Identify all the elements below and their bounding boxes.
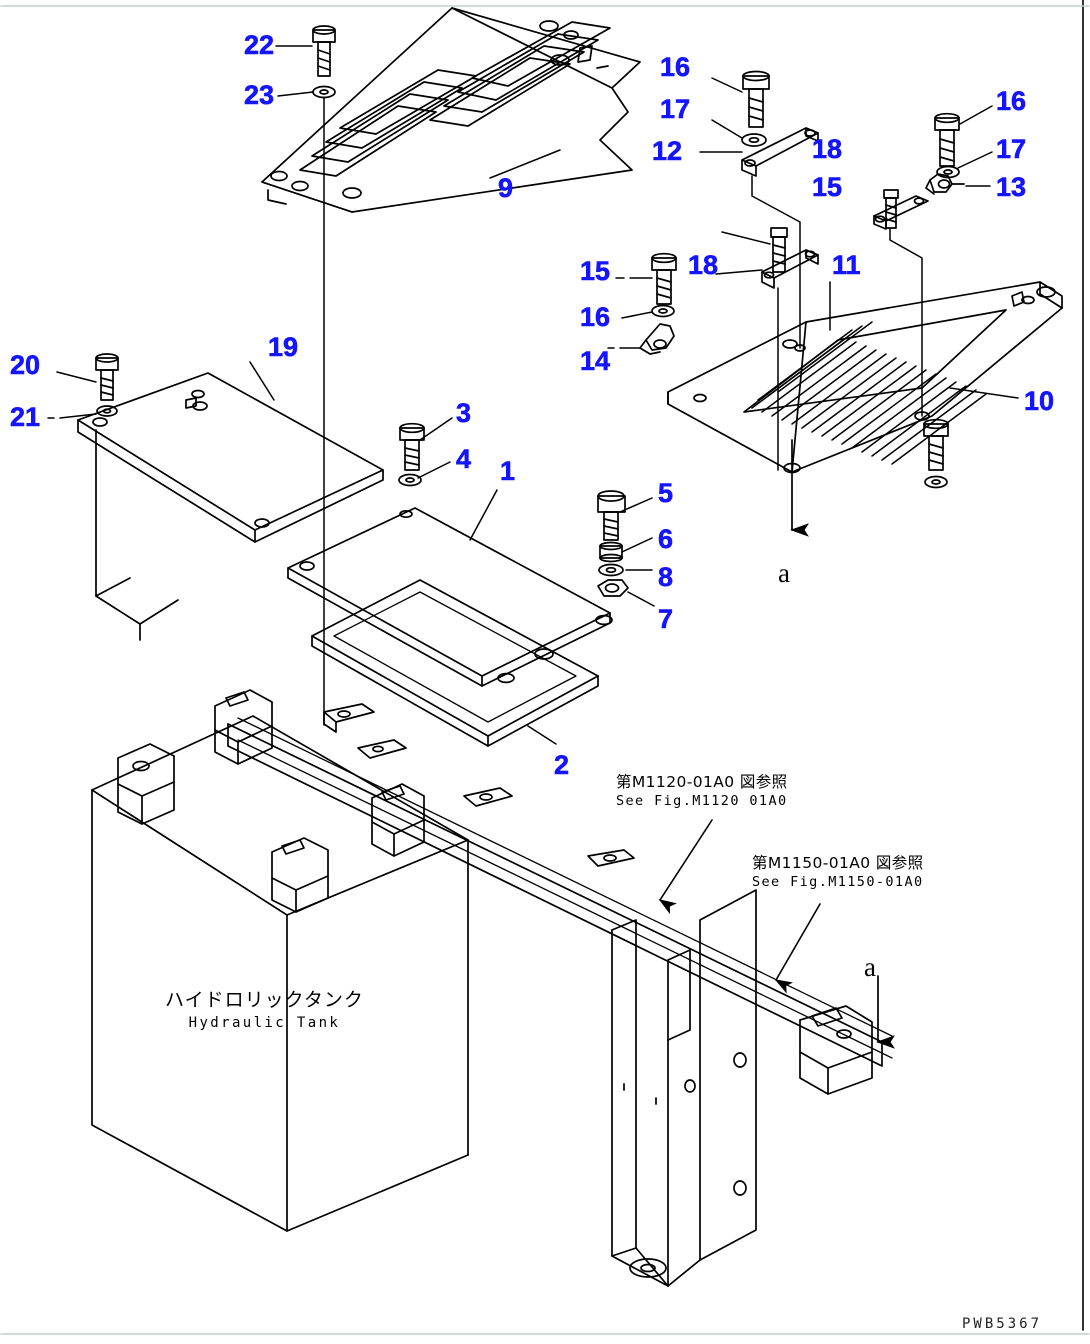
leader-15a [715,269,763,275]
part-19-side-cover [77,372,384,641]
callout-16a: 16 [660,52,691,82]
leader-23 [277,91,314,97]
section-mark-a-top: a [778,558,790,588]
callout-9: 9 [498,173,514,203]
callout-18a: 18 [812,134,843,164]
part-12-bracket [741,127,819,177]
leader-17a [711,119,743,139]
lower-vertical-plate [611,889,757,1287]
part-3-bolt [399,422,425,471]
part-7-nut [597,579,629,597]
callout-16b: 16 [996,86,1027,116]
callout-20: 20 [10,350,41,380]
leader-18a [721,231,771,245]
callout-17b: 17 [996,134,1027,164]
assembly-axis-12 [751,175,801,349]
part-20-bolt [95,353,119,401]
callout-5: 5 [658,478,674,508]
callout-13: 13 [996,172,1027,202]
leader-note-m1150 [774,903,821,994]
callout-2: 2 [554,750,570,780]
callout-1: 1 [500,456,516,486]
leader-9 [489,149,561,179]
callout-17c: 16 [580,302,611,332]
part-9-louvered-panel [261,7,641,213]
part-15-bracket-b [873,195,929,230]
leader-17b [957,151,993,169]
part-13-bracket [925,173,965,195]
part-17-washer-d [924,475,948,489]
part-15-bracket-a [761,249,819,289]
part-16-bolt-c [651,252,677,305]
leader-16b [959,105,993,125]
part-17-washer-c [651,304,675,318]
part-17-washer-a [741,133,767,147]
note-m1150-jp: 第M1150-01A0 図参照 [752,854,924,872]
callout-21: 21 [10,402,41,432]
callout-10: 10 [1024,386,1055,416]
callout-11: 11 [832,250,861,280]
part-1-cover-plate [287,507,613,687]
leader-7 [627,591,655,607]
leader-2 [527,725,557,745]
callout-19: 19 [268,332,299,362]
note-m1120-en: See Fig.M1120 01A0 [616,793,788,809]
part-2-gasket [311,579,599,747]
callout-16c: 15 [580,256,611,286]
part-16-bolt-d [923,418,949,471]
part-5-bolt [597,490,626,541]
leader-3 [419,417,453,441]
callout-23: 23 [244,80,275,110]
callout-4: 4 [456,444,472,474]
part-16-bolt-a [742,70,770,128]
part-10-grille-panel [667,281,1063,474]
leader-21 [59,413,97,419]
part-21-washer [96,405,118,417]
part-4-washer [398,473,422,487]
part-16-bolt-b [934,112,960,167]
part-23-washer [312,85,336,99]
leader-1 [469,489,498,541]
callout-6: 6 [658,524,674,554]
callout-22: 22 [244,30,275,60]
leader-17c [621,311,653,319]
note-m1150-en: See Fig.M1150-01A0 [752,874,924,890]
note-m1120-jp: 第M1120-01A0 図参照 [616,773,788,791]
leader-10 [949,387,1019,399]
assembly-axis-15b [889,228,923,417]
callout-12: 12 [652,136,683,166]
leader-19 [249,361,275,401]
note-m1150: 第M1150-01A0 図参照 See Fig.M1150-01A0 [752,851,924,890]
leader-4 [417,461,451,479]
callout-8: 8 [658,562,674,592]
note-m1120: 第M1120-01A0 図参照 See Fig.M1120 01A0 [616,770,788,809]
hydraulic-tank-label-jp: ハイドロリックタンク [165,989,364,1011]
document-watermark: PWB5367 [962,1316,1043,1332]
leader-5 [619,497,653,513]
leader-20 [56,371,97,383]
callout-15b: 18 [688,250,719,280]
leader-note-m1120 [658,819,713,915]
part-8-washer [598,563,624,577]
callout-14: 14 [580,346,611,376]
callout-15a: 15 [812,172,843,202]
part-6-spacer [599,541,623,563]
callout-3: 3 [456,398,472,428]
part-14-bracket [639,323,675,355]
leader-16a [711,77,743,93]
callout-17a: 17 [660,94,691,124]
hydraulic-tank-label: ハイドロリックタンク Hydraulic Tank [165,985,364,1031]
section-mark-a-bottom: a [864,952,876,982]
leader-6 [621,537,653,553]
part-22-bolt [312,25,336,77]
hydraulic-tank-label-en: Hydraulic Tank [188,1015,341,1031]
callout-7: 7 [658,604,674,634]
